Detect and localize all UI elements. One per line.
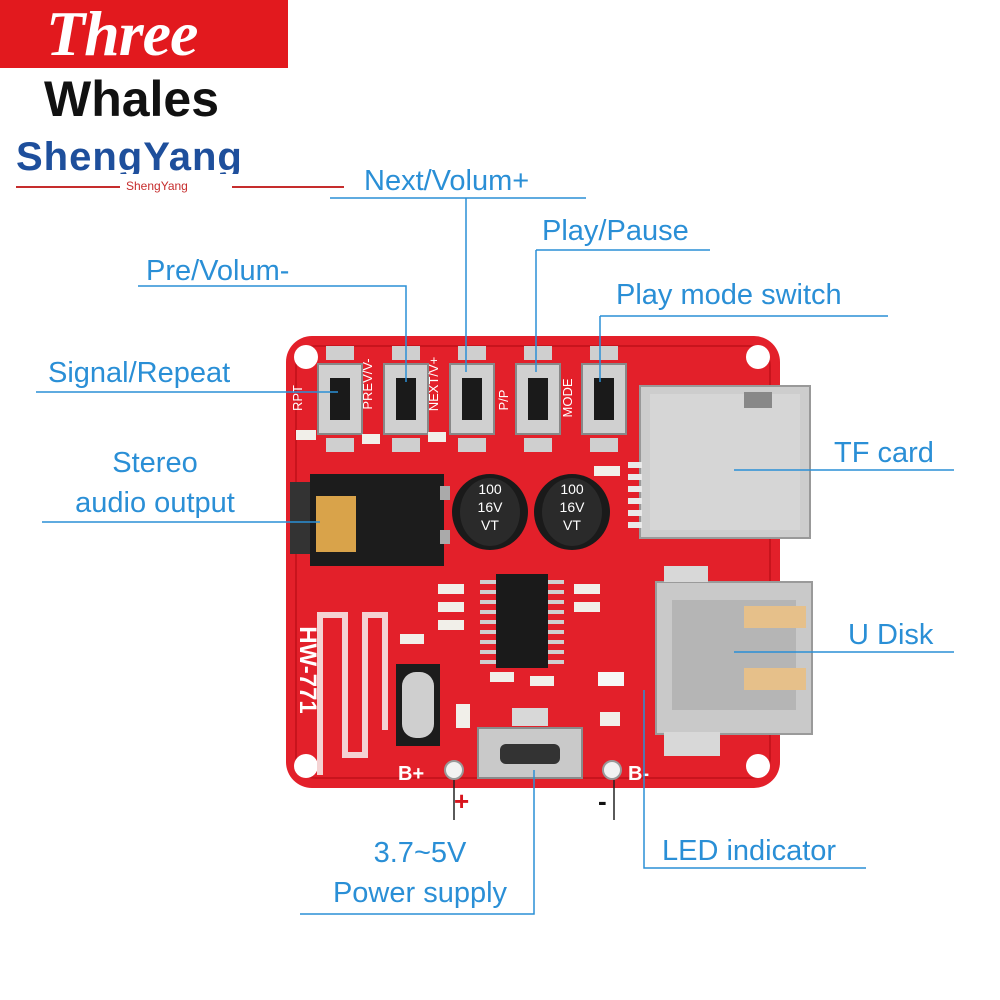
brand-logo-line2: Whales bbox=[44, 71, 220, 127]
button-next bbox=[449, 346, 495, 452]
usb-port bbox=[655, 566, 813, 756]
callout-play-mode: Play mode switch bbox=[616, 279, 842, 311]
mount-hole-tr bbox=[746, 345, 770, 369]
silk-label-mode: MODE bbox=[560, 378, 575, 417]
button-prev bbox=[383, 346, 429, 452]
leader-led bbox=[643, 690, 866, 869]
callout-led: LED indicator bbox=[662, 835, 837, 867]
antenna-trace bbox=[317, 612, 388, 775]
leader-power bbox=[300, 770, 535, 915]
button-mode bbox=[581, 346, 627, 452]
capacitor-2: 100 16V VT bbox=[534, 474, 610, 550]
svg-text:100: 100 bbox=[560, 481, 584, 497]
callout-u-disk: U Disk bbox=[848, 619, 934, 651]
svg-text:16V: 16V bbox=[560, 499, 586, 515]
callout-next-volume: Next/Volum+ bbox=[364, 165, 530, 197]
brand-logo-line1: Three bbox=[46, 0, 198, 69]
tf-card-slot bbox=[628, 385, 811, 539]
callout-pre-volume: Pre/Volum- bbox=[146, 255, 290, 287]
button-play-pause bbox=[515, 346, 561, 452]
maker-logo-subtitle: ShengYang bbox=[126, 179, 188, 193]
pad-label-plus: B+ bbox=[398, 763, 424, 785]
callout-stereo-line2: audio output bbox=[75, 487, 235, 519]
brand-logo-background: Three bbox=[0, 0, 288, 68]
leader-lines bbox=[36, 197, 954, 915]
board-model-label: HW-771 bbox=[294, 626, 321, 714]
silk-label-pp: P/P bbox=[496, 390, 511, 411]
polarity-minus: - bbox=[598, 786, 607, 816]
mount-hole-bl bbox=[294, 754, 318, 778]
crystal-oscillator bbox=[396, 664, 440, 746]
svg-text:16V: 16V bbox=[478, 499, 504, 515]
maker-logo: ShengYang bbox=[16, 140, 243, 174]
svg-text:VT: VT bbox=[481, 517, 499, 533]
maker-logo-rule-right bbox=[232, 186, 344, 188]
capacitor-1: 100 16V VT bbox=[452, 474, 528, 550]
silk-label-next: NEXT/V+ bbox=[426, 357, 441, 412]
callout-signal-repeat: Signal/Repeat bbox=[48, 357, 231, 389]
svg-text:VT: VT bbox=[563, 517, 581, 533]
smd-components bbox=[296, 430, 620, 728]
callout-stereo-line1: Stereo bbox=[112, 447, 198, 479]
micro-usb-port bbox=[477, 708, 583, 779]
pad-minus bbox=[602, 760, 622, 780]
callout-tf-card: TF card bbox=[834, 437, 934, 469]
polarity-plus: + bbox=[454, 786, 470, 816]
button-rpt bbox=[317, 346, 363, 452]
callout-power-line1: 3.7~5V bbox=[373, 837, 467, 869]
callout-play-pause: Play/Pause bbox=[542, 215, 689, 247]
audio-jack bbox=[290, 474, 450, 566]
svg-text:100: 100 bbox=[478, 481, 502, 497]
callout-power-line2: Power supply bbox=[332, 877, 508, 909]
mount-hole-br bbox=[746, 754, 770, 778]
amplifier-chip bbox=[480, 574, 564, 668]
mount-hole-tl bbox=[294, 345, 318, 369]
maker-logo-rule-left bbox=[16, 186, 120, 188]
pad-plus bbox=[444, 760, 464, 780]
led bbox=[598, 672, 624, 686]
silk-label-prev: PREV/V- bbox=[360, 358, 375, 409]
leader-prev bbox=[138, 285, 407, 382]
silk-label-rpt: RPT bbox=[290, 385, 305, 411]
pad-label-minus: B- bbox=[628, 763, 649, 785]
